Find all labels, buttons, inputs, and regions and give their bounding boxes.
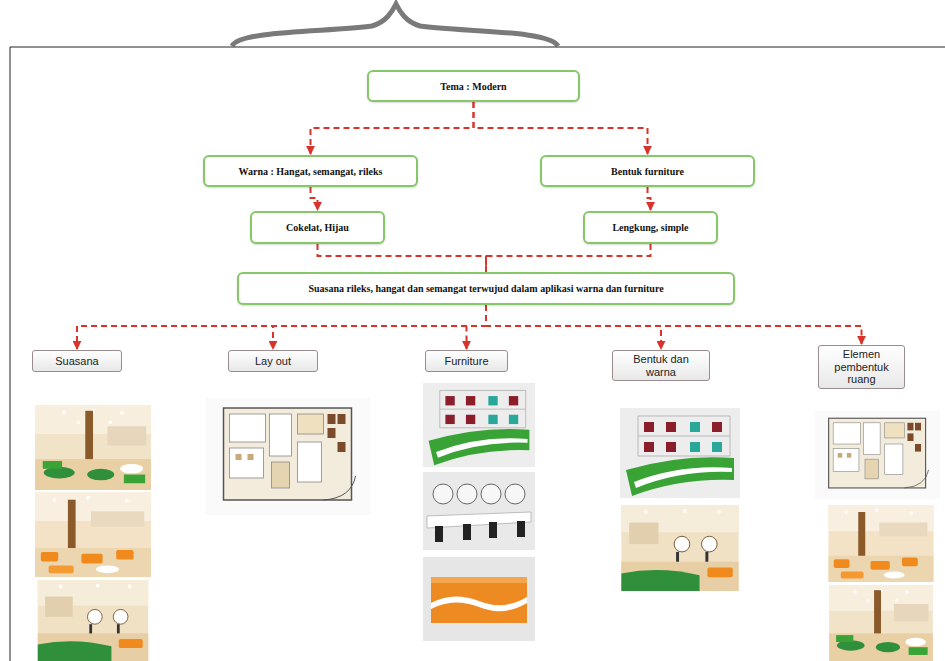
box-text: Lengkung, simple	[612, 222, 688, 233]
dashed-connector	[311, 102, 474, 154]
box-text: Cokelat, Hijau	[286, 222, 349, 233]
interior-render	[829, 505, 934, 582]
category-box: Suasana	[32, 350, 122, 372]
shelf-render	[423, 383, 535, 467]
dashed-connector	[77, 305, 486, 349]
interior-render	[35, 405, 151, 490]
box-text: Suasana	[55, 355, 98, 368]
category-box: Lay out	[228, 350, 318, 372]
box-text: Suasana rileks, hangat dan semangat terw…	[308, 283, 663, 294]
box-text: Bentuk furniture	[611, 166, 684, 177]
concept-box: Cokelat, Hijau	[250, 211, 385, 244]
box-text: Tema : Modern	[440, 81, 506, 92]
dashed-connector	[273, 305, 486, 349]
interior-render	[829, 585, 933, 661]
dashed-connector	[318, 244, 487, 272]
interior-render	[35, 492, 151, 577]
box-text: Elemen pembentuk ruang	[825, 348, 898, 386]
dashed-connector	[311, 187, 318, 210]
category-box: Elemen pembentuk ruang	[818, 345, 905, 389]
dashed-connector	[486, 305, 661, 349]
category-box: Furniture	[425, 350, 508, 372]
box-text: Warna : Hangat, semangat, rileks	[239, 166, 383, 177]
frame-line	[10, 47, 945, 48]
dashed-connector	[486, 305, 862, 344]
dashed-connector	[486, 244, 651, 272]
dashed-connector	[467, 305, 487, 349]
box-text: Lay out	[255, 355, 291, 368]
frame-line	[10, 47, 11, 661]
desk-render	[423, 472, 535, 550]
counter-render	[423, 557, 535, 641]
category-box: Bentuk dan warna	[612, 350, 710, 381]
brace	[232, 4, 558, 46]
concept-box: Tema : Modern	[367, 70, 580, 102]
floor-plan	[206, 398, 371, 515]
dashed-connector	[474, 102, 648, 154]
interior-render	[38, 580, 148, 661]
floor-plan	[815, 411, 940, 500]
interior-render	[621, 505, 738, 591]
concept-box: Lengkung, simple	[583, 211, 718, 244]
concept-box: Bentuk furniture	[540, 155, 755, 187]
box-text: Bentuk dan warna	[619, 353, 703, 378]
concept-box: Warna : Hangat, semangat, rileks	[203, 155, 418, 187]
box-text: Furniture	[444, 355, 488, 368]
shelf-render	[620, 408, 740, 498]
concept-box: Suasana rileks, hangat dan semangat terw…	[237, 272, 735, 305]
dashed-connector	[648, 187, 651, 210]
